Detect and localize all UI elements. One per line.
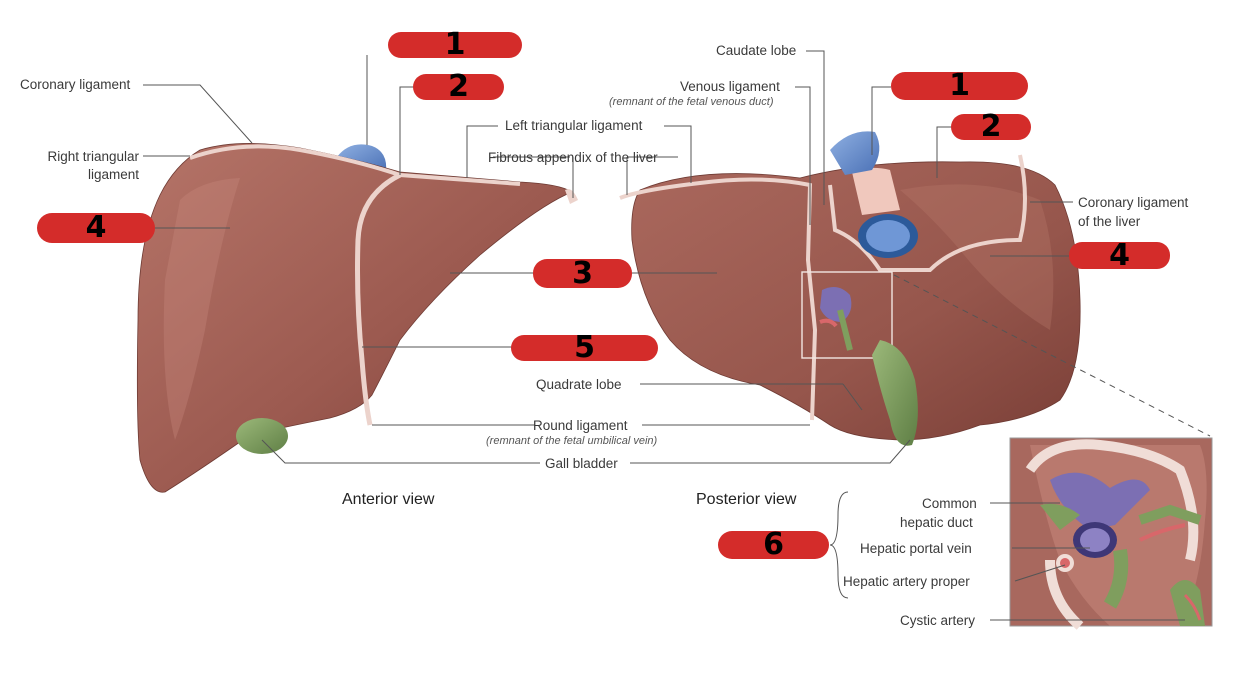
label-fibrous-appendix: Fibrous appendix of the liver xyxy=(488,150,658,165)
label-venous-ligament-note: (remnant of the fetal venous duct) xyxy=(609,96,774,108)
posterior-liver xyxy=(619,131,1211,446)
label-round-ligament: Round ligament xyxy=(533,418,628,433)
marker-posterior-6: 6 xyxy=(718,530,829,560)
leader-lines xyxy=(143,50,1185,621)
label-posterior-view: Posterior view xyxy=(696,491,797,508)
label-common-hepatic-duct-1: Common xyxy=(922,496,977,511)
marker-posterior-4: 4 xyxy=(1069,240,1170,270)
falciform-ligament xyxy=(355,172,402,426)
label-common-hepatic-duct-2: hepatic duct xyxy=(900,515,973,530)
gallbladder-anterior xyxy=(236,418,288,454)
label-caudate-lobe: Caudate lobe xyxy=(716,43,797,58)
marker-anterior-1: 1 xyxy=(388,30,522,60)
marker-anterior-5: 5 xyxy=(511,333,658,363)
label-quadrate-lobe: Quadrate lobe xyxy=(536,377,622,392)
label-coronary-ligament: Coronary ligament xyxy=(20,77,131,92)
label-anterior-view: Anterior view xyxy=(342,491,435,508)
label-hepatic-portal-vein: Hepatic portal vein xyxy=(860,541,972,556)
marker-anterior-3: 3 xyxy=(533,258,632,288)
marker-anterior-2: 2 xyxy=(413,72,504,102)
gallbladder-posterior xyxy=(872,340,918,446)
label-venous-ligament: Venous ligament xyxy=(680,79,780,94)
label-hepatic-artery-proper: Hepatic artery proper xyxy=(843,574,970,589)
inferior-vena-cava-posterior xyxy=(830,131,880,175)
label-right-triangular-ligament-1: Right triangular xyxy=(47,149,139,164)
label-left-triangular-ligament: Left triangular ligament xyxy=(505,118,643,133)
posterior-liver-body xyxy=(631,161,1081,441)
label-gall-bladder: Gall bladder xyxy=(545,456,618,471)
label-cystic-artery: Cystic artery xyxy=(900,613,976,628)
label-coronary-ligament-of-liver-2: of the liver xyxy=(1078,214,1141,229)
anterior-liver xyxy=(136,143,578,493)
label-coronary-ligament-of-liver-1: Coronary ligament xyxy=(1078,195,1189,210)
label-right-triangular-ligament-2: ligament xyxy=(87,167,139,182)
hilum-inset xyxy=(1009,437,1213,630)
marker-anterior-4: 4 xyxy=(37,213,155,243)
anterior-liver-body xyxy=(136,143,573,493)
marker-posterior-1: 1 xyxy=(891,71,1028,101)
label-round-ligament-note: (remnant of the fetal umbilical vein) xyxy=(486,435,658,447)
marker-posterior-2: 2 xyxy=(951,112,1031,142)
